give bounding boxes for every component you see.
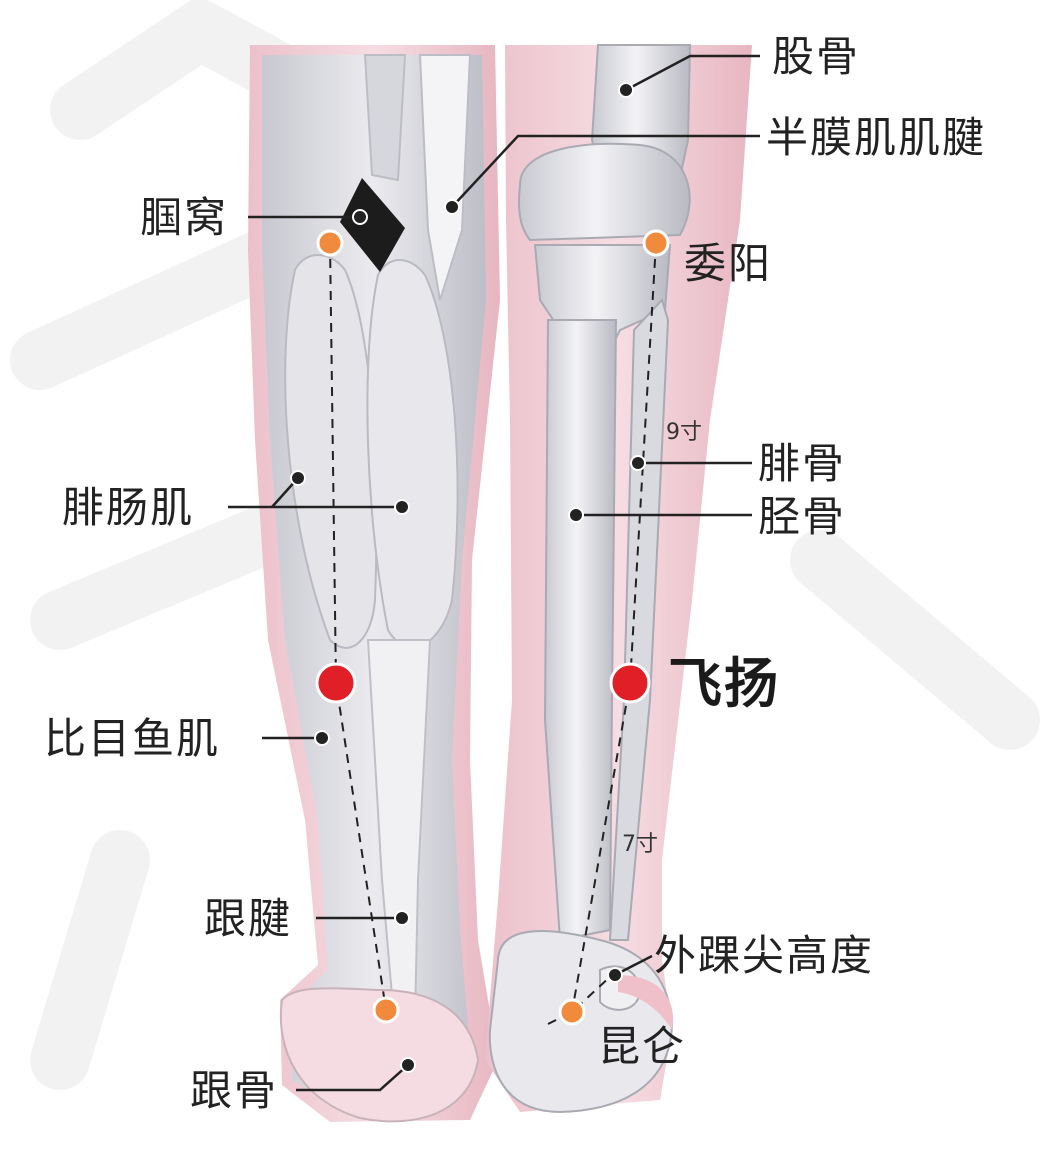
lateral-malleolus-dot (607, 967, 623, 983)
feiyang-point-left (315, 662, 357, 704)
label-kunlun: 昆仑 (598, 1022, 687, 1071)
label-fibula: 腓骨 (758, 439, 847, 488)
label-popliteal-fossa: 腘窝 (140, 193, 229, 242)
label-distance-lower: 7寸 (622, 832, 658, 857)
fibula-dot (630, 455, 646, 471)
marker-dots (290, 82, 646, 1073)
femoral-condyles (518, 142, 691, 242)
leader-femur (625, 54, 760, 92)
label-calcaneus: 跟骨 (190, 1066, 279, 1115)
tibia-dot (568, 507, 584, 523)
thigh-tendon (418, 54, 472, 301)
calcaneus-dot (400, 1057, 416, 1073)
acupoints (315, 229, 670, 1026)
weiyang-point (642, 229, 670, 257)
kunlun-point-left (372, 996, 400, 1024)
leader-semimembranosus (451, 134, 760, 208)
label-gastrocnemius: 腓肠肌 (62, 483, 195, 532)
gastrocnemius-medial-dot (394, 499, 410, 515)
thigh-band (363, 54, 407, 182)
kunlun-guide-line (547, 974, 613, 1025)
leader-lines (228, 54, 760, 1092)
left-leg (248, 45, 500, 1123)
popliteal-dot (352, 209, 368, 225)
label-soleus: 比目鱼肌 (44, 714, 221, 763)
gastrocnemius-medial-head (366, 259, 459, 648)
right-heel-skin (618, 975, 674, 1030)
label-feiyang: 飞扬 (668, 652, 780, 715)
achilles-dot (394, 910, 410, 926)
femur-dot (618, 82, 634, 98)
label-tibia: 胫骨 (758, 492, 847, 541)
leader-calcaneus (296, 1064, 409, 1092)
tibia-shaft (543, 319, 618, 942)
soleus-dot (314, 730, 330, 746)
fibula-shape (608, 298, 670, 941)
feiyang-point (609, 662, 651, 704)
label-lateral-malleolus-height: 外踝尖高度 (654, 931, 875, 980)
label-weiyang: 委阳 (684, 239, 773, 288)
label-semimembranosus-tendon: 半膜肌肌腱 (766, 113, 987, 162)
label-achilles-tendon: 跟腱 (204, 894, 293, 943)
label-distance-upper: 9寸 (666, 420, 702, 445)
gastrocnemius-lateral-dot (290, 470, 306, 486)
left-heel (279, 987, 480, 1123)
weiyang-point-left (316, 229, 344, 257)
popliteal-fossa-shape (340, 178, 405, 272)
gastrocnemius-lateral-head (284, 254, 378, 649)
semimembranosus-dot (444, 199, 460, 215)
kunlun-point (558, 998, 586, 1026)
label-femur: 股骨 (772, 32, 861, 81)
